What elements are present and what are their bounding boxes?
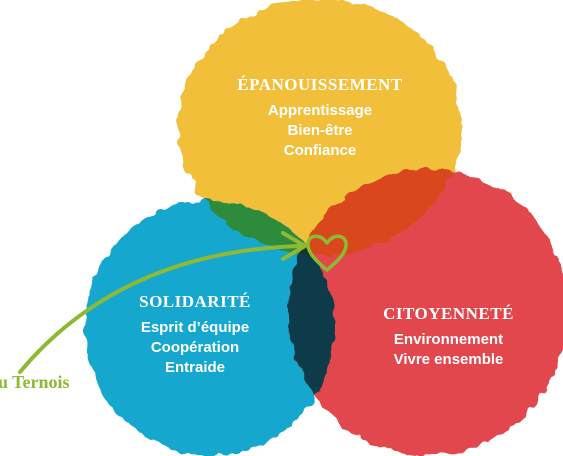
solidarite-item: Esprit d’équipe	[140, 318, 250, 336]
epanouissement-item: Apprentissage	[267, 101, 373, 119]
epanouissement-item: Confiance	[283, 142, 357, 160]
arrow-curve	[18, 244, 302, 374]
citoyennete-block: CITOYENNETÉ Environnement Vivre ensemble	[356, 303, 541, 370]
heart-icon	[306, 234, 348, 272]
citoyennete-item: Vivre ensemble	[393, 351, 504, 369]
blue-circle	[85, 200, 335, 456]
citoyennete-item: Environnement	[393, 330, 504, 348]
arrow-head-icon	[281, 231, 307, 261]
citoyennete-title: CITOYENNETÉ	[383, 304, 514, 323]
ternois-label: u Ternois	[0, 372, 70, 392]
epanouissement-title: ÉPANOUISSEMENT	[237, 75, 403, 94]
solidarite-block: SOLIDARITÉ Esprit d’équipe Coopération E…	[95, 291, 295, 379]
solidarite-item: Entraide	[164, 359, 225, 377]
overlap-yellow-red	[288, 169, 462, 255]
circle-group	[85, 0, 563, 456]
epanouissement-block: ÉPANOUISSEMENT Apprentissage Bien-être C…	[195, 74, 445, 162]
solidarite-item: Coopération	[150, 339, 240, 357]
solidarite-title: SOLIDARITÉ	[139, 292, 251, 311]
epanouissement-item: Bien-être	[287, 122, 353, 140]
